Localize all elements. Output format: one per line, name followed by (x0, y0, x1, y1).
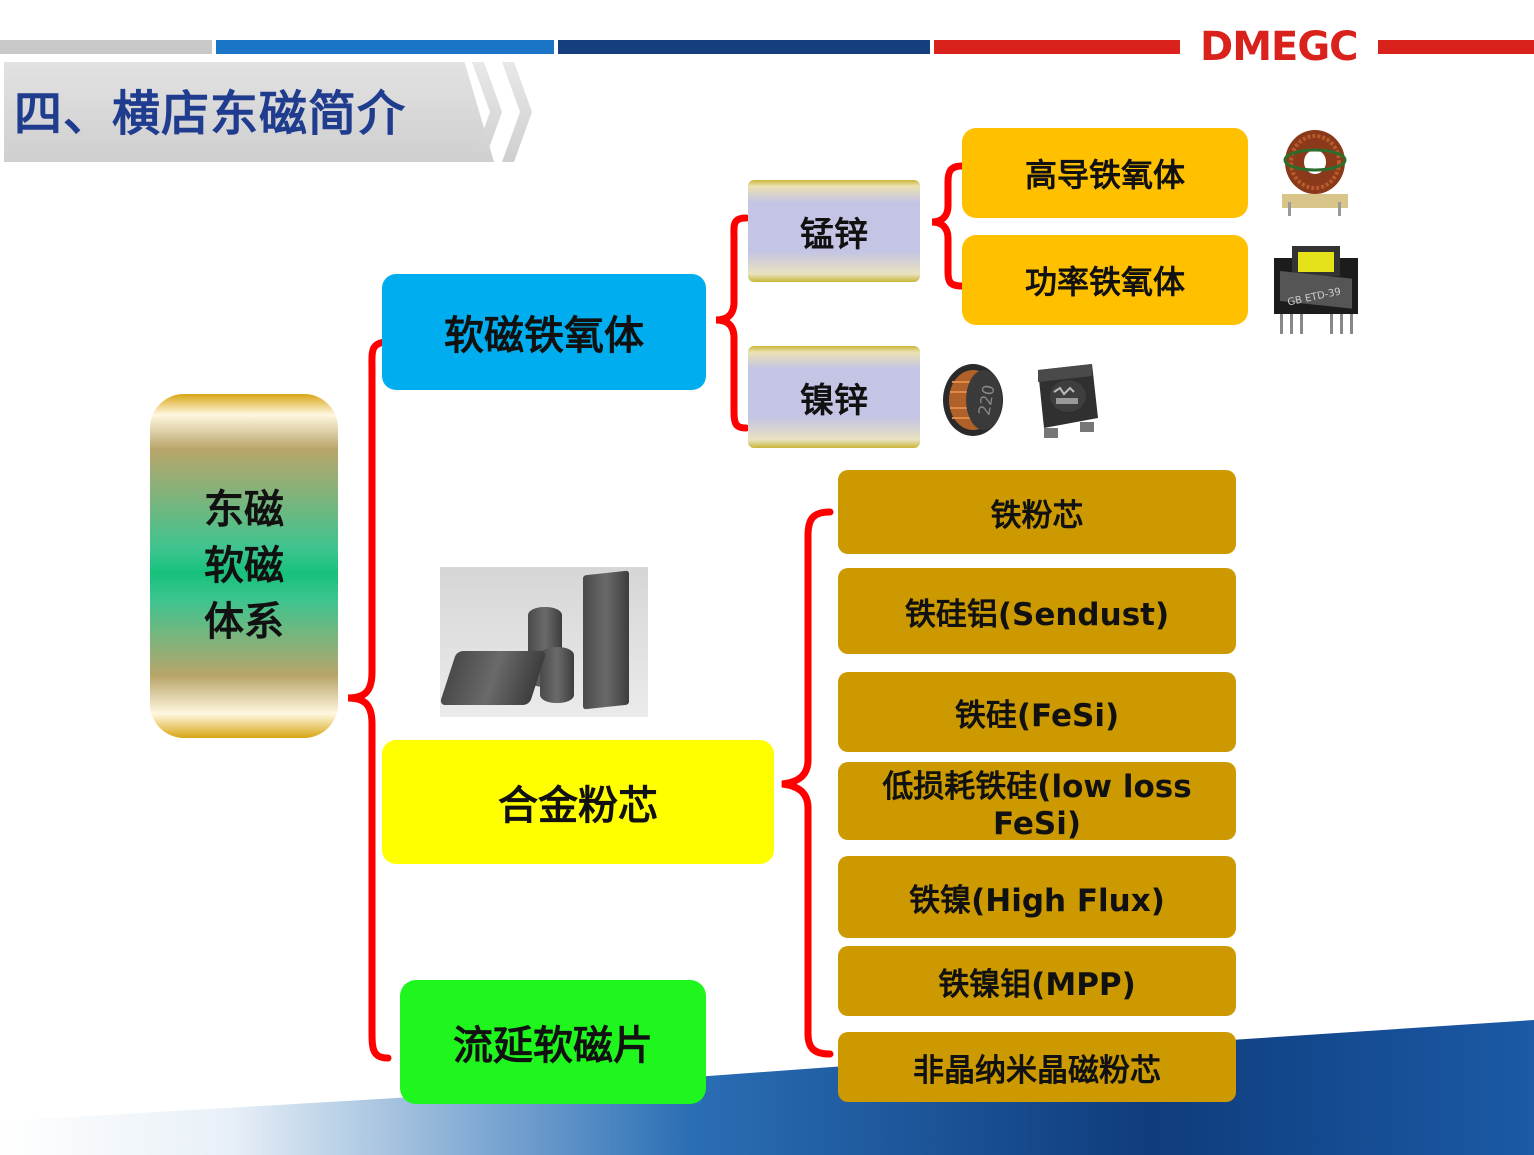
node-tape-cast-soft-magnetic-sheet: 流延软磁片 (400, 980, 706, 1104)
node-mpp: 铁镍钼(MPP) (838, 946, 1236, 1016)
header-stripe-blue (216, 40, 554, 54)
alloy-core-photo (439, 567, 648, 717)
node-high-flux: 铁镍(High Flux) (838, 856, 1236, 938)
core-block-flat (439, 651, 547, 705)
alloy-core-brace (781, 508, 834, 1058)
company-logo: DMEGC (1200, 24, 1359, 70)
node-low-loss-fesi: 低损耗铁硅(low loss FeSi) (838, 762, 1236, 842)
header-stripe-red-right (1378, 40, 1534, 54)
root-line-3: 体系 (204, 599, 284, 645)
node-mnzn: 锰锌 (748, 180, 920, 282)
node-high-permeability-ferrite: 高导铁氧体 (962, 128, 1248, 218)
header-stripe-gray (0, 40, 212, 54)
shielded-smd-inductor-image (1038, 364, 1098, 438)
root-node-dmegc-soft-magnetic-system: 东磁 软磁 体系 (150, 394, 338, 738)
page-title: 四、横店东磁简介 (14, 86, 407, 142)
title-band (4, 62, 494, 162)
node-power-ferrite: 功率铁氧体 (962, 235, 1248, 325)
header-stripe-red (934, 40, 1180, 54)
root-brace (347, 338, 392, 1062)
node-amorphous-nanocrystalline-core: 非晶纳米晶磁粉芯 (838, 1032, 1236, 1102)
toroidal-inductor-image (1282, 130, 1348, 216)
core-block-tall (583, 570, 629, 710)
node-alloy-powder-core: 合金粉芯 (382, 740, 774, 864)
mnzn-brace (931, 162, 966, 290)
node-iron-powder-core: 铁粉芯 (838, 470, 1236, 554)
soft-ferrite-brace (715, 214, 750, 432)
header-stripe-navy (558, 40, 930, 54)
drum-core-inductor-image: 220 (943, 364, 1003, 436)
node-soft-ferrite: 软磁铁氧体 (382, 274, 706, 390)
root-line-2: 软磁 (204, 543, 284, 589)
core-cylinder-small (540, 647, 574, 703)
node-nizn: 镍锌 (748, 346, 920, 448)
transformer-bobbin-image: GB ETD-39 (1274, 246, 1358, 334)
node-fesi: 铁硅(FeSi) (838, 672, 1236, 752)
root-line-1: 东磁 (204, 487, 284, 533)
node-sendust: 铁硅铝(Sendust) (838, 568, 1236, 654)
